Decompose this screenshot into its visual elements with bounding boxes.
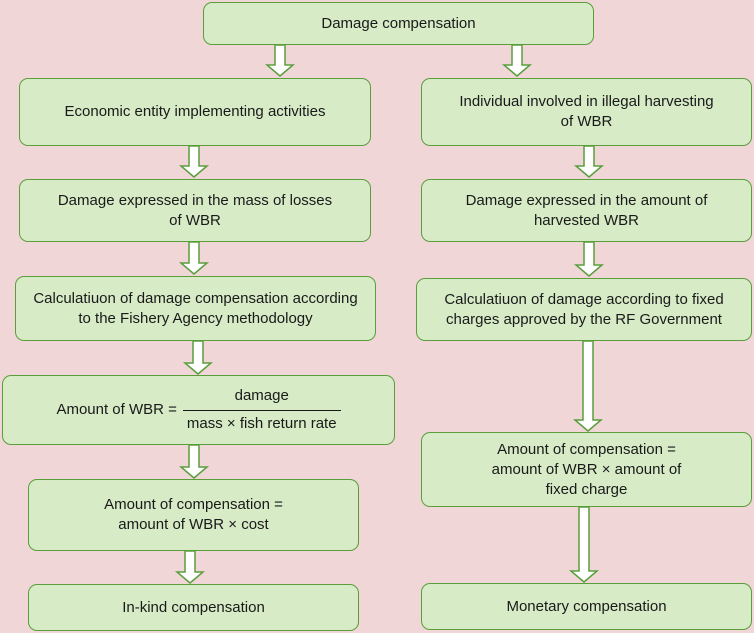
box-label-line2: charges approved by the RF Government [446,310,722,328]
box-label-line2: amount of WBR × amount of [491,460,682,478]
box-economic-entity: Economic entity implementing activities [19,78,371,146]
box-label-line1: Amount of compensation = [104,496,283,513]
arrow-down-icon [178,145,210,178]
arrow-down-icon [264,44,296,77]
arrow-down-icon [572,340,604,432]
formula-fraction: damage mass × fish return rate [182,386,341,434]
box-label-line1: Amount of compensation = [497,440,676,458]
formula-numerator: damage [234,387,289,404]
box-damage-compensation: Damage compensation [203,2,594,45]
arrow-down-icon [573,241,605,277]
arrow-down-icon [568,506,600,583]
box-monetary-compensation: Monetary compensation [421,583,752,630]
box-damage-harvested-wbr: Damage expressed in the amount of harves… [421,179,752,242]
box-calculation-fishery-agency: Calculatiuon of damage compensation acco… [15,276,376,341]
box-label: In-kind compensation [122,598,265,616]
box-label-line1: Damage expressed in the mass of losses [57,191,333,209]
box-damage-mass-losses: Damage expressed in the mass of losses o… [19,179,371,242]
arrow-down-icon [501,44,533,77]
box-individual-illegal-harvesting: Individual involved in illegal harvestin… [421,78,752,146]
box-label: Monetary compensation [506,597,667,615]
box-label-line1: Calculatiuon of damage compensation acco… [33,289,358,307]
arrow-down-icon [178,241,210,275]
box-label-line1: Damage expressed in the amount of [465,191,708,209]
box-calculation-fixed-charges: Calculatiuon of damage according to fixe… [416,278,752,341]
arrow-down-icon [178,444,210,479]
box-in-kind-compensation: In-kind compensation [28,584,359,631]
formula: Amount of WBR = damage mass × fish retur… [56,386,341,434]
box-label-line2: of WBR [169,211,221,229]
box-amount-of-compensation-cost: Amount of compensation = amount of WBR ×… [28,479,359,551]
box-label-line2: harvested WBR [533,211,640,229]
box-label-line2: of WBR [560,113,613,130]
arrow-down-icon [182,340,214,375]
formula-denominator: mass × fish return rate [182,410,341,434]
box-label-line2: amount of WBR × cost [118,516,269,533]
box-amount-of-compensation-fixed-charge: Amount of compensation = amount of WBR ×… [421,432,752,507]
arrow-down-icon [573,145,605,178]
box-label-line2: to the Fishery Agency methodology [78,309,313,327]
formula-lhs: Amount of WBR = [56,401,177,418]
box-label-line3: fixed charge [545,480,628,498]
arrow-down-icon [174,550,206,584]
box-label-line1: Calculatiuon of damage according to fixe… [444,290,724,308]
box-label: Economic entity implementing activities [64,103,326,120]
box-formula-amount-of-wbr: Amount of WBR = damage mass × fish retur… [2,375,395,445]
box-label: Damage compensation [321,14,476,32]
box-label-line1: Individual involved in illegal harvestin… [459,93,714,110]
